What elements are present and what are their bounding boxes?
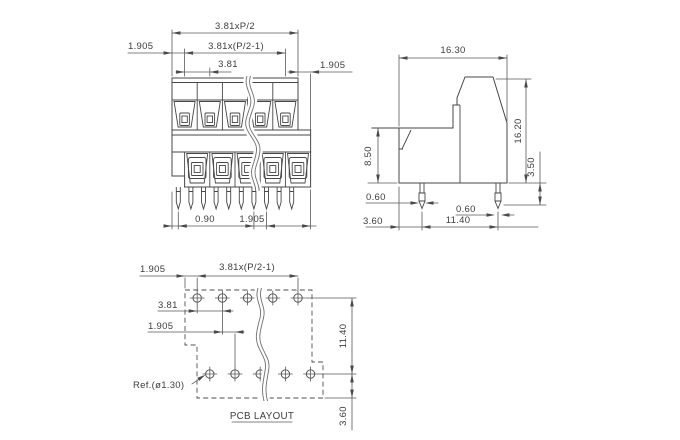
dim-side-pin-width-front: 0.60	[366, 192, 386, 203]
mount-hole	[189, 290, 205, 306]
mount-hole	[265, 290, 281, 306]
solder-pin	[213, 186, 219, 210]
side-view-body	[371, 76, 508, 209]
solder-pin	[289, 186, 295, 210]
dim-side-front-height: 8.50	[363, 146, 374, 166]
front-view: 3.81xP/2 3.81x(P/2-1) 3.81 1.905 1.905 0…	[127, 21, 353, 230]
upper-terminal-screw	[274, 101, 297, 128]
pcb-footprint-outline	[184, 289, 324, 399]
solder-pin	[175, 186, 181, 210]
lower-terminal-screw	[261, 153, 284, 184]
pcb-holes-front-row	[202, 366, 319, 382]
dim-pcb-edge-offset: 1.905	[140, 264, 165, 275]
dim-side-height: 16.20	[513, 118, 524, 143]
solder-pin	[276, 186, 282, 210]
solder-pin	[226, 186, 232, 210]
dim-front-span: 3.81x(P/2-1)	[208, 41, 264, 52]
dim-pcb-edge-distance: 3.60	[338, 406, 349, 426]
pcb-hole-reference: Ref.(ø1.30)	[133, 380, 184, 391]
upper-terminal-screw	[173, 101, 196, 128]
mount-hole	[277, 366, 293, 382]
mount-hole	[240, 290, 256, 306]
pcb-holes-back-row	[189, 290, 306, 306]
dim-front-total-width: 3.81xP/2	[215, 21, 255, 32]
dim-side-width: 16.30	[440, 45, 465, 56]
mount-hole	[303, 366, 319, 382]
lower-terminal-screw	[287, 153, 309, 184]
dim-front-right-offset: 1.905	[320, 60, 345, 71]
break-mark-front	[246, 76, 260, 191]
dim-front-left-offset: 1.905	[128, 41, 153, 52]
front-view-body	[171, 77, 312, 210]
lower-terminal-screw	[211, 153, 234, 184]
dim-front-pin-pitch: 1.905	[239, 214, 264, 225]
upper-terminal-screw	[224, 101, 246, 128]
pcb-title-block: PCB LAYOUT	[230, 411, 294, 423]
front-view-dimensions: 3.81xP/2 3.81x(P/2-1) 3.81 1.905 1.905 0…	[127, 21, 353, 230]
solder-pin	[264, 186, 269, 210]
mount-hole	[290, 290, 306, 306]
dim-front-pitch: 3.81	[218, 59, 238, 70]
dim-side-tail: 3.50	[526, 157, 537, 177]
dim-pcb-row-span: 11.40	[338, 324, 349, 349]
lower-terminal-screw	[186, 153, 209, 184]
solder-pin	[238, 186, 244, 210]
pcb-dimensions: 1.905 3.81x(P/2-1) 3.81 1.905 11.40 3.60…	[133, 262, 357, 431]
mount-hole	[227, 366, 243, 382]
side-view: 16.30 16.20 8.50 3.50 0.60 0.60 3.60	[363, 45, 547, 231]
pcb-layout-title: PCB LAYOUT	[230, 411, 294, 422]
upper-terminal-screw	[198, 101, 221, 128]
dim-pcb-span: 3.81x(P/2-1)	[219, 262, 275, 273]
dim-front-pin-offset: 0.90	[195, 214, 215, 225]
pcb-layout-view: 1.905 3.81x(P/2-1) 3.81 1.905 11.40 3.60…	[133, 262, 357, 431]
break-mark-pcb	[256, 288, 269, 401]
side-view-dimensions: 16.30 16.20 8.50 3.50 0.60 0.60 3.60	[363, 45, 547, 231]
dim-side-pin-span: 11.40	[446, 215, 471, 226]
solder-pin-side	[494, 182, 502, 209]
dim-side-edge-to-pin: 3.60	[363, 216, 383, 227]
dim-pcb-row-offset: 1.905	[148, 321, 173, 332]
solder-pin-side	[418, 182, 426, 209]
dim-pcb-pitch: 3.81	[158, 300, 178, 311]
dim-side-pin-width-back: 0.60	[456, 204, 476, 215]
mount-hole	[202, 366, 218, 382]
mount-hole	[214, 290, 230, 306]
solder-pin	[201, 186, 206, 210]
solder-pin	[188, 186, 194, 210]
